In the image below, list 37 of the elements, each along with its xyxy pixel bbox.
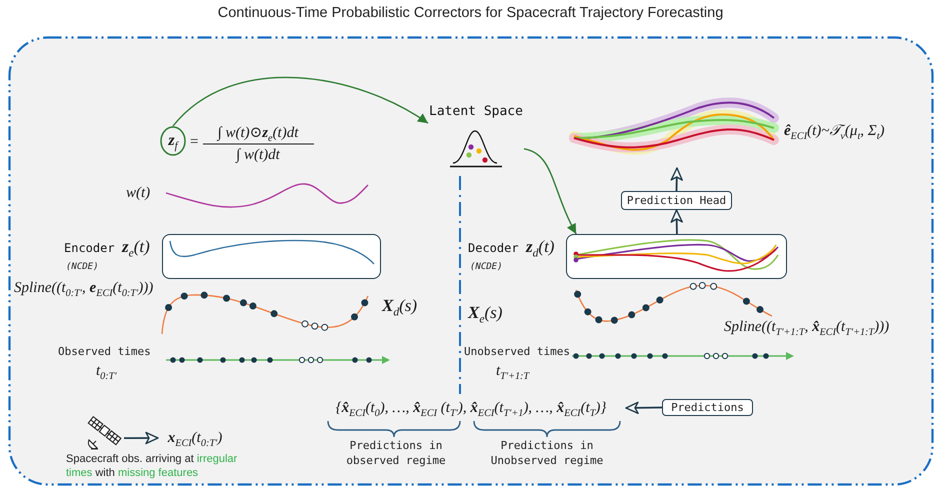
arrow — [625, 402, 662, 414]
brace-label: Predictions in Unobserved regime — [490, 438, 604, 468]
observation-formula: x$_{ECI}$(t$_{0:T′}$) — [158, 427, 232, 449]
node-subtitle: (NCDE) — [470, 262, 503, 273]
math-symbol: z$_{d}$(t) — [526, 237, 554, 257]
satellite-icon — [86, 416, 124, 450]
distribution-formula: ê$_{ECI}$(t)~𝒯$_{ν}$(μ$_{t}$, Σ$_{t}$) — [784, 122, 885, 140]
math-symbol: z$_{e}$(t) — [122, 237, 150, 257]
function-label: w(t) — [126, 184, 150, 202]
time-range-label: t$_{0:T′}$ — [96, 362, 117, 380]
equals-sign: = — [189, 133, 200, 151]
spline-formula: Spline((t$_{0:T′}$, e$_{ECI}$(t$_{0:T′}$))) — [14, 279, 154, 297]
circled-variable: z$_{f}$ — [160, 126, 186, 156]
curved-arrow — [524, 148, 577, 234]
prediction-set-formula: {x̂$_{ECI}$(t$_{0}$), …, x̂$_{ECI}$ (t$_{T′}$), x̂$_{ECI}$(t$_{T′+1}$), …, x̂$_{ECI}$(t$_{T}$)} — [316, 397, 626, 419]
node-subtitle: (NCDE) — [66, 262, 99, 273]
process-box: Prediction Head — [621, 191, 732, 210]
diagram-title: Continuous-Time Probabilistic Correctors for Spacecraft Trajectory Forecasting — [218, 5, 724, 21]
formula-numerator: ∫ w(t)⊙z$_{e}$(t)dt — [216, 124, 300, 142]
arrow — [670, 209, 683, 234]
node-title: Decoder — [468, 241, 519, 256]
formula-denominator: ∫ w(t)dt — [234, 146, 281, 164]
curved-arrow — [172, 77, 428, 126]
spline-formula: Spline((t$_{T′+1:T}$, x̂$_{ECI}$(t$_{T′+1:T}$))) — [724, 318, 890, 336]
caption-text: Spacecraft obs. arriving at irregular times with missing features — [66, 452, 238, 480]
arrow — [670, 167, 683, 192]
path-label: X$_{d}$(s) — [382, 296, 418, 316]
node-title: Latent Space — [428, 104, 524, 120]
source-box: Predictions — [662, 399, 753, 416]
node-title: Encoder — [64, 241, 115, 256]
time-range-label: t$_{T′+1:T}$ — [496, 362, 530, 380]
path-label: X$_{e}$(s) — [468, 303, 502, 323]
brace-label: Predictions in observed regime — [345, 438, 447, 468]
timeline-label: Unobserved times — [464, 344, 570, 359]
timeline-label: Observed times — [58, 344, 151, 359]
arrow — [124, 432, 159, 444]
panel-frame — [8, 36, 934, 486]
